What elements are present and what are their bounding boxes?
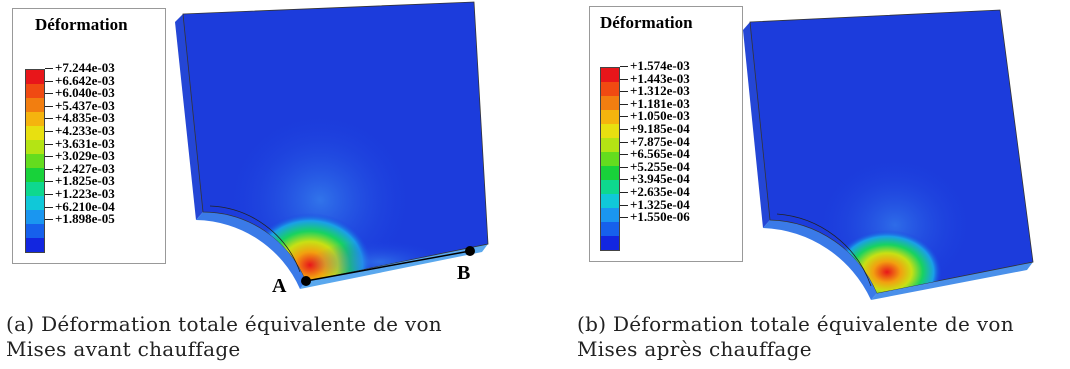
legend-value: +6.040e-03 [45, 86, 115, 100]
block-side-bottom [871, 262, 1033, 300]
legend-value: +1.825e-03 [45, 175, 115, 188]
panel-a: A B Déformation +7.244e-03 +6.642e-03 +6… [6, 1, 489, 362]
point-b-marker [465, 246, 475, 256]
caption-b-line2: Mises après chauffage [577, 337, 812, 361]
legend-value: +6.642e-03 [45, 74, 115, 88]
caption-b: (b) Déformation totale équivalente de vo… [577, 312, 1014, 362]
fillet-edge [776, 213, 872, 287]
block-side-fillet [763, 220, 877, 300]
point-a-label: A [272, 275, 287, 297]
legend-value: +5.437e-03 [45, 99, 115, 113]
legend-value: +1.181e-03 [620, 97, 690, 111]
legend-value: +7.244e-03 [45, 61, 115, 75]
fe-model-b [743, 9, 1034, 300]
caption-a: (a) Déformation totale équivalente de vo… [6, 312, 442, 362]
legend-b: Déformation +1.574e-03 +1.443e-03 +1.312… [589, 6, 743, 262]
block-side-left [743, 22, 770, 228]
legend-values-a: +7.244e-03 +6.642e-03 +6.040e-03 +5.437e… [45, 61, 115, 226]
legend-values-b: +1.574e-03 +1.443e-03 +1.312e-03 +1.181e… [620, 59, 690, 224]
color-bar-b [600, 67, 620, 251]
caption-a-line2: Mises avant chauffage [6, 337, 241, 361]
caption-a-line1: (a) Déformation totale équivalente de vo… [6, 312, 442, 336]
fillet-edge [209, 205, 301, 273]
legend-value: +1.050e-03 [620, 110, 690, 123]
legend-value: +3.029e-03 [45, 149, 115, 163]
legend-value: +6.210e-04 [45, 200, 115, 214]
legend-value: +1.574e-03 [620, 59, 690, 73]
caption-b-line1: (b) Déformation totale équivalente de vo… [577, 312, 1014, 336]
legend-value: +1.325e-04 [620, 198, 690, 212]
legend-value: +2.427e-03 [45, 162, 115, 176]
legend-value: +4.835e-03 [45, 112, 115, 125]
legend-title-b: Déformation [600, 13, 693, 32]
color-bar-a [25, 69, 45, 253]
point-b-label: B [457, 262, 470, 284]
legend-value: +2.635e-04 [620, 185, 690, 199]
block-side-fillet [196, 212, 306, 289]
block-side-left [175, 14, 203, 220]
legend-value: +7.875e-04 [620, 135, 690, 149]
legend-value: +1.223e-03 [45, 187, 115, 201]
legend-value: +1.312e-03 [620, 84, 690, 98]
legend-value: +3.945e-04 [620, 173, 690, 186]
legend-title-a: Déformation [35, 15, 128, 34]
legend-value: +1.550e-06 [620, 210, 690, 224]
legend-value: +4.233e-03 [45, 124, 115, 138]
legend-value: +3.631e-03 [45, 137, 115, 151]
legend-value: +5.255e-04 [620, 160, 690, 174]
path-line-ab [305, 250, 471, 282]
panel-b: Déformation +1.574e-03 +1.443e-03 +1.312… [535, 0, 1070, 369]
legend-value: +6.565e-04 [620, 147, 690, 161]
legend-a: Déformation +7.244e-03 +6.642e-03 +6.040… [12, 8, 166, 264]
block-side-bottom [300, 244, 488, 289]
point-a-marker [301, 276, 311, 286]
fe-model-a: A B [175, 1, 489, 297]
legend-value: +9.185e-04 [620, 122, 690, 136]
legend-value: +1.898e-05 [45, 212, 115, 226]
legend-value: +1.443e-03 [620, 72, 690, 86]
